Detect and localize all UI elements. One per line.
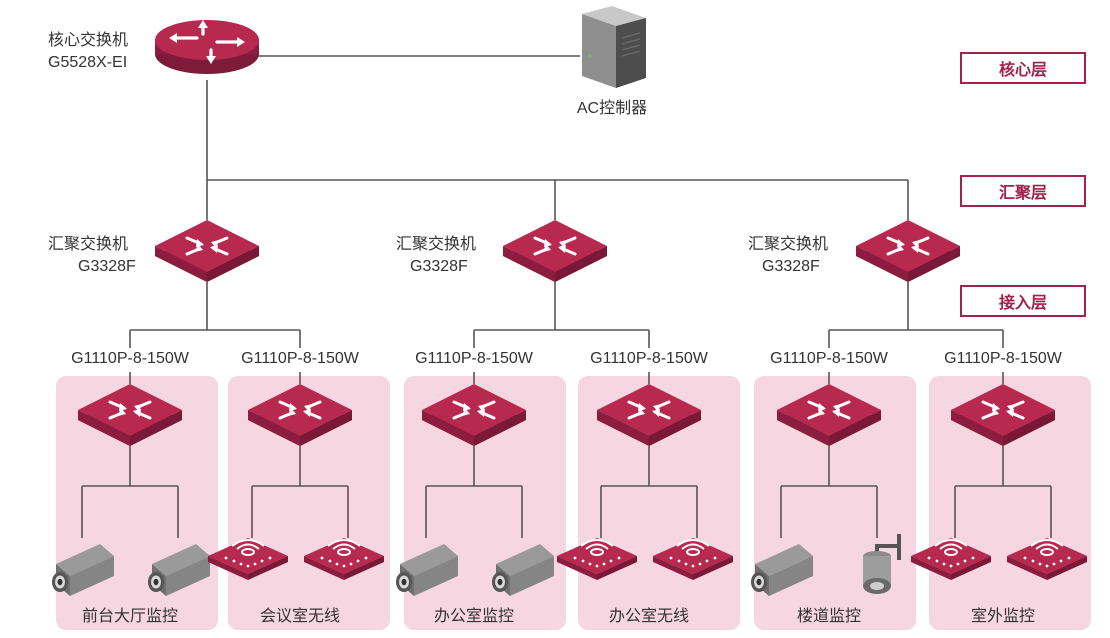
core-switch-model: G5528X-EI <box>48 54 128 71</box>
aggregation-switch-model: G3328F <box>762 258 820 275</box>
access-switch-icon <box>246 382 354 448</box>
access-switch-icon <box>420 382 528 448</box>
access-group-label: 办公室监控 <box>433 608 515 625</box>
core-switch-router-icon <box>155 20 259 74</box>
aggregation-switch-model: G3328F <box>78 258 136 275</box>
access-switch-model: G1110P-8-150W <box>241 350 359 367</box>
wireless-ap-icon <box>303 537 385 581</box>
access-switch-icon <box>76 382 184 448</box>
access-switch-icon <box>949 382 1057 448</box>
dome-camera-icon <box>861 532 903 596</box>
aggregation-switch-name: 汇聚交换机 <box>396 236 477 253</box>
access-layer-badge: 接入层 <box>960 285 1086 317</box>
access-switch-model: G1110P-8-150W <box>415 350 533 367</box>
aggregation-layer-badge: 汇聚层 <box>960 175 1086 207</box>
access-switch-icon <box>595 382 703 448</box>
wireless-ap-icon <box>556 537 638 581</box>
wireless-ap-icon <box>1006 537 1088 581</box>
camera-icon <box>148 544 210 596</box>
access-group-label: 会议室无线 <box>259 608 341 625</box>
access-group-label: 前台大厅监控 <box>81 608 179 625</box>
camera-icon <box>492 544 554 596</box>
access-switch-model: G1110P-8-150W <box>590 350 708 367</box>
access-switch-model: G1110P-8-150W <box>770 350 888 367</box>
core-layer-badge: 核心层 <box>960 52 1086 84</box>
access-group-label: 室外监控 <box>970 608 1036 625</box>
camera-icon <box>396 544 458 596</box>
ac-controller-label: AC控制器 <box>576 100 648 117</box>
access-switch-model: G1110P-8-150W <box>944 350 1062 367</box>
core-switch-name: 核心交换机 <box>48 32 129 49</box>
server-icon <box>582 6 646 88</box>
aggregation-switch-icon <box>153 218 261 284</box>
aggregation-switch-icon <box>854 218 962 284</box>
wireless-ap-icon <box>207 537 289 581</box>
wireless-ap-icon <box>910 537 992 581</box>
camera-icon <box>751 544 813 596</box>
aggregation-switch-model: G3328F <box>410 258 468 275</box>
aggregation-switch-icon <box>501 218 609 284</box>
wireless-ap-icon <box>652 537 734 581</box>
aggregation-switch-name: 汇聚交换机 <box>48 236 129 253</box>
access-switch-icon <box>775 382 883 448</box>
access-group-label: 办公室无线 <box>608 608 690 625</box>
camera-icon <box>52 544 114 596</box>
aggregation-switch-name: 汇聚交换机 <box>748 236 829 253</box>
access-switch-model: G1110P-8-150W <box>71 350 189 367</box>
access-group-label: 楼道监控 <box>796 608 862 625</box>
